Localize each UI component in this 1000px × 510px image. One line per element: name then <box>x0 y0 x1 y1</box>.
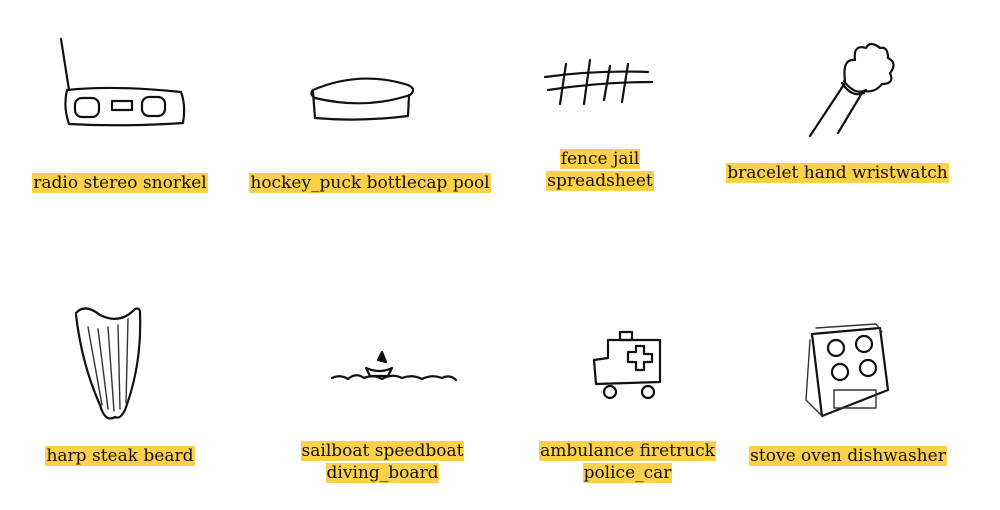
caption-bracelet: bracelet hand wristwatch <box>726 163 949 183</box>
harp-sketch <box>70 305 170 425</box>
caption-radio: radio stereo snorkel <box>32 173 208 193</box>
ambulance-sketch <box>590 330 670 405</box>
caption-sailboat: sailboat speedboat diving_board <box>300 441 465 483</box>
caption-harp: harp steak beard <box>45 446 195 466</box>
caption-hockey-puck: hockey_puck bottlecap pool <box>249 173 491 193</box>
caption-stove: stove oven dishwasher <box>749 446 947 466</box>
radio-sketch <box>55 35 195 130</box>
caption-fence: fence jail spreadsheet <box>546 149 654 191</box>
hockey-puck-sketch <box>305 70 425 130</box>
sailboat-sketch <box>330 350 460 392</box>
bracelet-hand-sketch <box>800 38 900 138</box>
stove-sketch <box>800 320 895 420</box>
caption-ambulance: ambulance firetruck police_car <box>539 441 716 483</box>
fence-sketch <box>540 52 660 112</box>
